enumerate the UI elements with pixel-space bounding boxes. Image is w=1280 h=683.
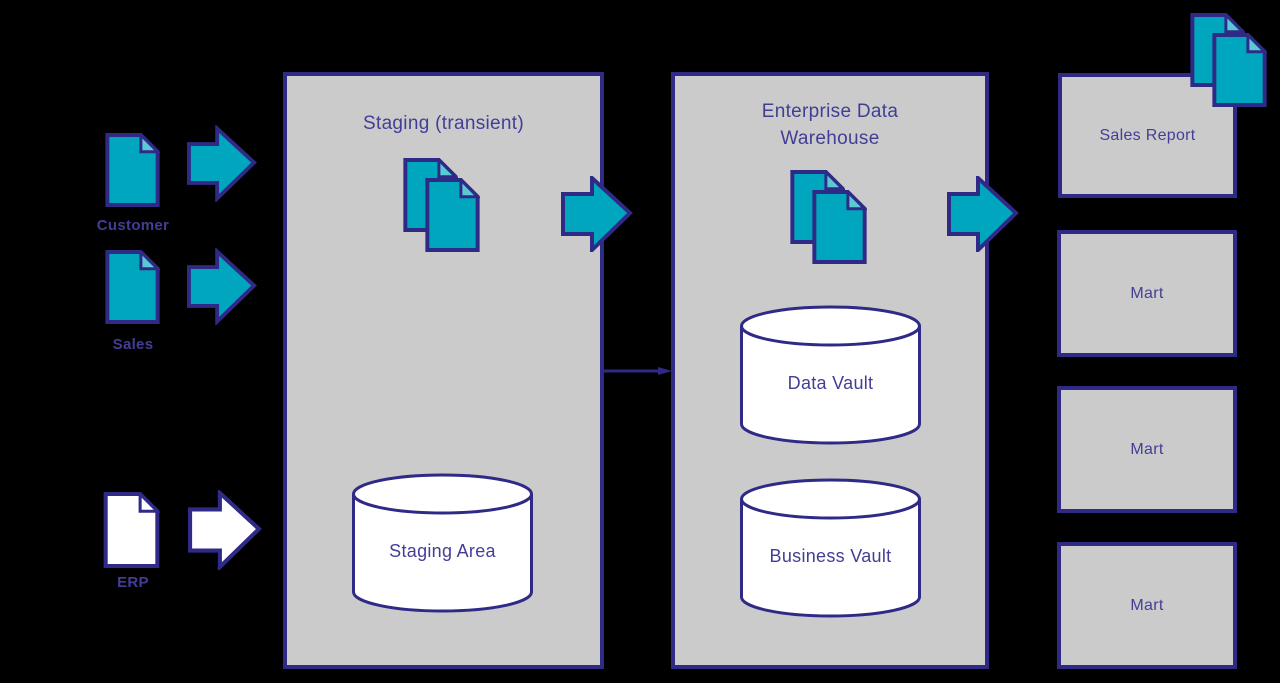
file-icon <box>425 178 480 252</box>
source-label-erp: ERP <box>117 574 149 591</box>
edw-to-marts-arrow-icon <box>947 176 1019 252</box>
erp-file-icon <box>103 492 160 568</box>
staging-panel-title: Staging (transient) <box>363 113 524 134</box>
mart-box-3: Mart <box>1057 542 1237 669</box>
database-cylinder-icon <box>740 305 921 445</box>
sales-file-icon <box>105 250 160 324</box>
edw-title-line2: Warehouse <box>780 128 880 149</box>
business-vault-label: Business Vault <box>769 545 892 566</box>
data-vault-label: Data Vault <box>787 372 874 393</box>
sales-report-files-stack-icon <box>1190 13 1270 109</box>
enterprise-data-warehouse-panel: Enterprise Data Warehouse Data Vault <box>671 72 989 669</box>
staging-files-stack-icon <box>403 158 483 254</box>
staging-to-edw-arrow-icon <box>561 176 633 252</box>
edw-files-stack-icon <box>790 170 870 266</box>
edw-title-line1: Enterprise Data <box>761 101 899 122</box>
sales-report-label: Sales Report <box>1099 126 1196 144</box>
business-vault-database: Business Vault <box>740 478 921 619</box>
data-vault-database: Data Vault <box>740 305 921 446</box>
staging-area-database: Staging Area <box>352 473 533 614</box>
staging-panel: Staging (transient) Staging Area <box>283 72 604 669</box>
mart-box-1: Mart <box>1057 230 1237 357</box>
source-label-sales: Sales <box>112 336 154 353</box>
customer-file-icon <box>105 133 160 207</box>
sales-report-box: Sales Report <box>1058 73 1237 198</box>
mart-label: Mart <box>1130 440 1164 458</box>
database-cylinder-icon <box>352 473 533 613</box>
customer-to-staging-arrow-icon <box>187 125 257 202</box>
staging-area-label: Staging Area <box>389 540 496 561</box>
file-icon <box>812 190 867 264</box>
edw-panel-title: Enterprise Data Warehouse <box>675 98 985 152</box>
source-label-customer: Customer <box>96 217 170 234</box>
database-cylinder-icon <box>740 478 921 618</box>
erp-to-staging-arrow-icon <box>188 490 262 570</box>
sales-to-staging-arrow-icon <box>187 248 257 325</box>
mart-box-2: Mart <box>1057 386 1237 513</box>
mart-label: Mart <box>1130 284 1164 302</box>
mart-label: Mart <box>1130 596 1164 614</box>
staging-to-edw-connector-arrow <box>602 367 672 375</box>
file-icon <box>1212 33 1267 107</box>
